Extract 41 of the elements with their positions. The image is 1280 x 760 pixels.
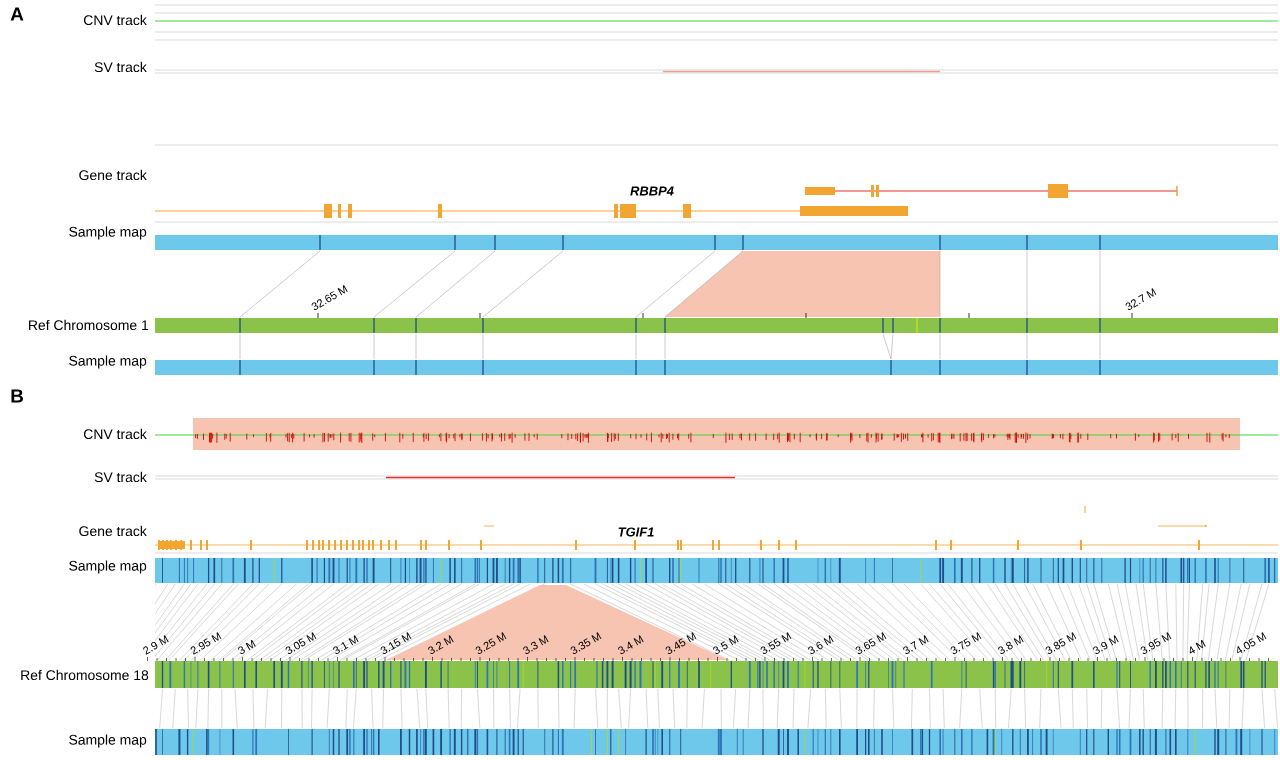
- tick-label: 4 M: [1189, 639, 1206, 654]
- track-label: CNV track: [83, 428, 147, 440]
- tick-label: 4.05 M: [1237, 632, 1267, 654]
- tick-label: 3.5 M: [713, 635, 739, 654]
- tick-label: 3.55 M: [760, 632, 792, 654]
- tick-label: 3.2 M: [428, 635, 454, 654]
- track-label: Gene track: [79, 525, 147, 537]
- tick-label: 3.6 M: [808, 635, 834, 654]
- tick-label: 32.7 M: [1125, 288, 1157, 310]
- tick-label: 3.65 M: [855, 632, 887, 654]
- track-label: CNV track: [83, 14, 147, 26]
- tick-label: 3.75 M: [950, 632, 982, 654]
- tick-label: 3.85 M: [1045, 632, 1077, 654]
- tick-label: 3.1 M: [333, 635, 359, 654]
- tick-label: 3.9 M: [1093, 635, 1119, 654]
- track-label: Gene track: [79, 169, 147, 181]
- tick-label: 3.15 M: [380, 632, 412, 654]
- tick-label: 3.25 M: [475, 632, 507, 654]
- track-label: Ref Chromosome 18: [21, 669, 149, 681]
- gene-name: RBBP4: [630, 186, 674, 196]
- tick-label: 3 M: [238, 639, 256, 654]
- track-label: Ref Chromosome 1: [29, 319, 149, 331]
- gene-name: TGIF1: [618, 527, 654, 537]
- tick-label: 3.35 M: [570, 632, 602, 654]
- tick-label: 3.45 M: [665, 632, 697, 654]
- tick-label: 3.3 M: [523, 635, 549, 654]
- track-label: Sample map: [69, 355, 147, 369]
- track-label: SV track: [94, 61, 147, 73]
- track-label: Sample map: [69, 226, 147, 240]
- tick-label: 3.05 M: [285, 632, 317, 654]
- panel-letter: A: [10, 7, 24, 21]
- track-label: SV track: [94, 471, 147, 483]
- tick-label: 3.95 M: [1140, 632, 1172, 654]
- tick-label: 3.7 M: [903, 635, 929, 654]
- tick-label: 3.8 M: [998, 635, 1024, 654]
- track-label: Sample map: [69, 560, 147, 574]
- track-label: Sample map: [69, 734, 147, 748]
- tick-label: 2.9 M: [143, 635, 169, 655]
- tick-label: 3.4 M: [618, 635, 644, 654]
- tick-label: 2.95 M: [190, 632, 222, 655]
- panel-letter: B: [11, 389, 23, 403]
